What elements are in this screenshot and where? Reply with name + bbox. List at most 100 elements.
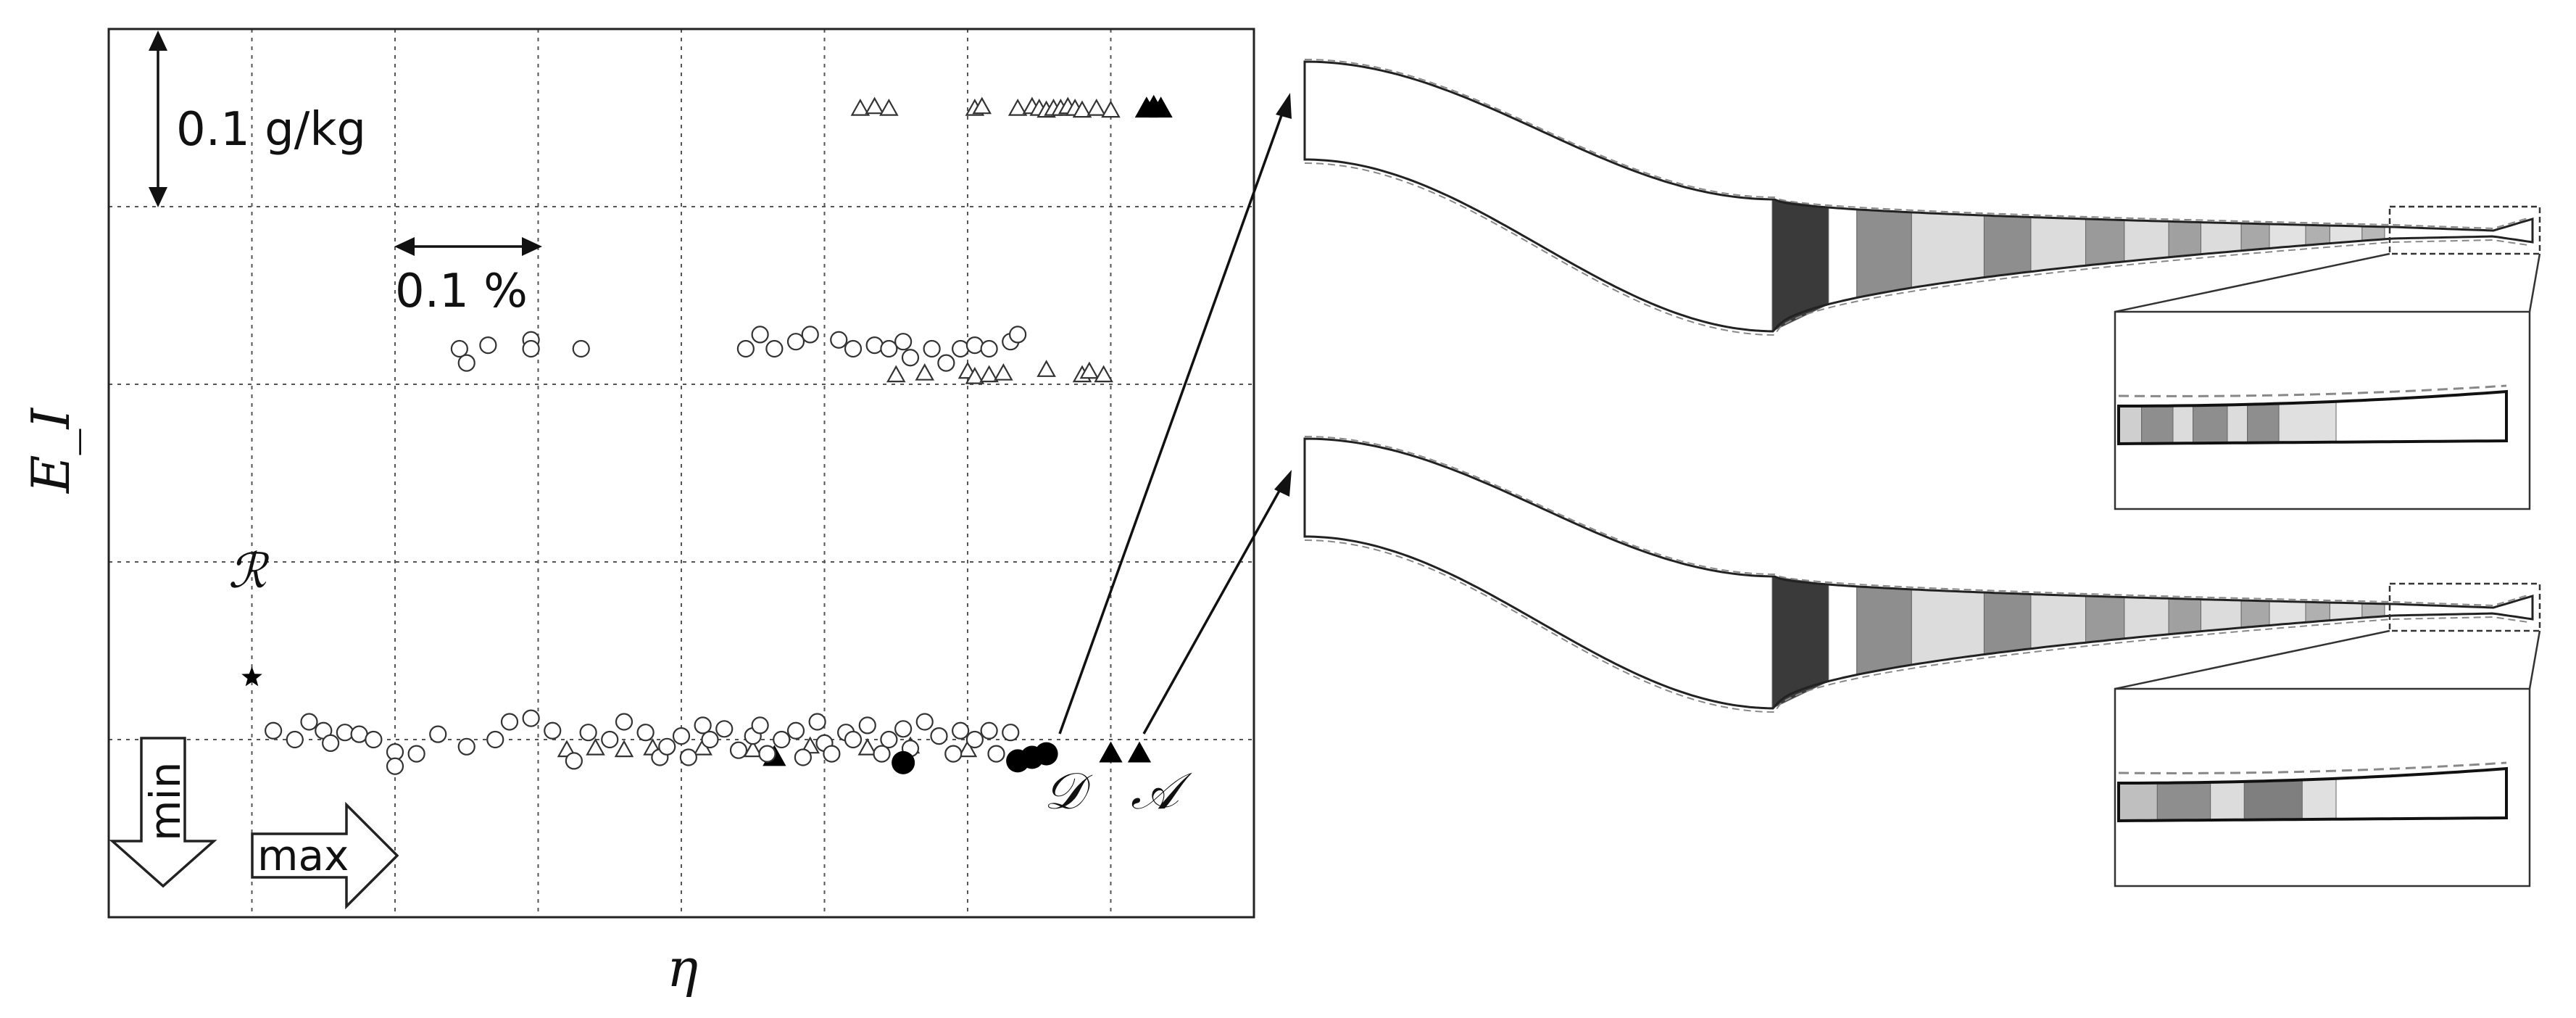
airfoil-stripe [2124,597,2169,640]
airfoil-stripe [2085,595,2125,643]
inset-reference [2118,761,2507,775]
point-star [241,666,262,687]
airfoil-stripe [2305,601,2330,623]
airfoil-stripe [2168,220,2201,258]
airfoil-stripe [2201,222,2242,255]
point-circle-open [823,745,841,763]
point-circle-open [944,745,963,763]
point-circle-open [880,339,898,358]
point-circle-open [565,752,583,770]
point-circle-open [952,339,970,358]
point-circle-open [579,724,597,742]
point-circle-open [930,727,948,745]
point-circle-open [694,716,712,734]
point-circle-open [450,339,468,358]
point-circle-open [457,354,475,372]
point-triangle-open [1007,98,1028,116]
max-arrow: max [251,801,399,910]
point-circle-open [544,721,562,740]
point-circle-open [365,730,383,749]
data-marks [241,94,1173,775]
airfoil-stripe [2240,223,2270,252]
scatter-plot: 0.1 g/kg 0.1 % min max ℛ 𝒟 𝒜 η E_I [20,28,1292,998]
inset-stripe [2172,405,2194,444]
plot-frame [107,28,1255,919]
point-triangle-open [857,737,878,756]
airfoil-stripe [2085,218,2125,266]
point-circle-open [522,339,540,358]
airfoil-stripe [1771,576,1829,709]
point-circle-open [894,333,913,351]
point-triangle-open [865,96,884,115]
inset-stripe [2193,404,2228,444]
airfoil-stripe [1911,589,1985,666]
point-circle-open [952,721,970,740]
point-circle-open [500,713,519,731]
point-circle-open [915,713,934,731]
airfoil-outline [1303,60,2534,333]
airfoil-bottom [1303,436,2541,887]
point-circle-open [751,326,769,344]
point-circle-open [880,730,898,749]
point-circle-open [736,339,755,358]
point-circle-open [407,745,425,763]
zoom-box [2388,582,2541,632]
point-triangle-open [994,363,1013,381]
airfoil-stripe [2269,600,2306,626]
x-axis-label: η [667,938,698,998]
point-circle-open [601,730,619,749]
point-circle-open [844,730,863,749]
airfoil-stripe [1911,212,1985,289]
point-circle-open [322,734,340,753]
point-triangle-open [743,740,763,758]
inset-stripe [2278,401,2337,443]
zoom-box [2388,205,2541,255]
airfoil-stripe [2201,599,2242,632]
x-scale-label: 0.1 % [395,265,528,318]
point-circle-open [672,727,691,745]
point-circle-open [873,745,891,763]
point-circle-open [751,716,769,734]
point-circle-open [636,724,655,742]
point-circle-open [1002,724,1020,742]
airfoil-stripe [2168,597,2201,635]
point-circle-open [786,721,805,740]
airfoil-stripe [2305,224,2330,246]
point-circle-open [765,339,784,358]
point-triangle-open [972,96,992,115]
point-circle-open [901,349,920,367]
airfoil-stripe [1828,207,1858,305]
point-triangle-open [1094,365,1113,383]
point-circle-open [715,720,734,738]
point-circle-open [615,713,633,731]
point-circle-open [658,737,676,756]
inset-stripe [2243,779,2303,821]
airfoil-stripe [1983,592,2032,655]
inset-stripe [2118,405,2143,444]
point-circle-open [965,336,984,355]
point-triangle-open [1072,100,1092,118]
airfoil-reference-upper [1304,436,2529,607]
airfoil-reference-lower [1304,162,2529,336]
point-circle-open [336,724,354,742]
point-triangle-open [1079,361,1100,379]
inset-outline [2117,766,2508,823]
airfoil-stripe [1828,584,1858,682]
gridlines [109,29,1254,917]
point-circle-open [729,741,748,759]
point-circle-filled [1034,742,1058,766]
point-circle-open [980,339,998,358]
airfoil-top [1303,59,2541,510]
inset-stripe [2301,778,2337,820]
point-triangle-open [1087,98,1107,116]
y-scale-bar: 0.1 g/kg [149,30,366,207]
point-circle-open [758,745,776,763]
inset-stripe [2156,782,2211,822]
zoom-leader [2114,252,2390,313]
point-triangle-open [850,98,871,116]
point-triangle-open [879,98,899,116]
inset-stripe [2118,782,2158,822]
point-circle-open [980,721,998,740]
point-triangle-open [586,737,605,756]
